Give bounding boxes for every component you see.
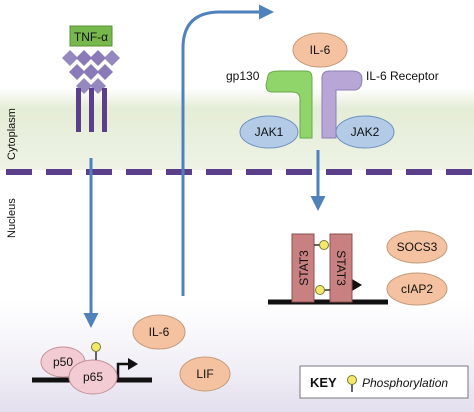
stat3-label-2: STAT3: [334, 250, 348, 286]
nucleus-label: Nucleus: [6, 198, 18, 238]
tnf-receptor-leg-2: [89, 88, 94, 132]
cytoplasm-band: [0, 88, 474, 170]
ciap2-node: [386, 272, 448, 306]
p65-label: p65: [83, 370, 103, 384]
il6-ligand-label: IL-6: [310, 43, 331, 57]
stat3-monomer-1: [291, 233, 315, 303]
key-phospho-symbol: [347, 375, 357, 385]
il6-receptor-label: IL-6 Receptor: [366, 69, 439, 83]
stat3-gene-region: STAT3 STAT3: [268, 233, 388, 305]
secreted-lif-node: [179, 356, 231, 392]
il6-receptor-complex: IL-6 gp130 IL-6 Receptor JAK1 JAK2: [226, 32, 439, 149]
tnf-alpha-label: TNF-α: [74, 30, 108, 44]
tnf-receptor-leg-1: [76, 88, 81, 132]
tnf-receptor: TNF-α: [62, 25, 120, 132]
il6-receptor-shape: [321, 70, 363, 139]
stat3-promoter-arrowhead: [352, 279, 362, 291]
gp130-receptor: [265, 70, 313, 139]
key-frame: [299, 365, 469, 399]
tnf-diamond-lattice: [62, 50, 120, 94]
key-box: KEY Phosphorylation: [299, 365, 469, 399]
gp130-label: gp130: [226, 69, 260, 83]
nfkb-promoter-arrow: [116, 362, 130, 378]
stat3-phospho-site-2: [315, 285, 325, 295]
secreted-il6-node: [132, 314, 186, 350]
p50-label: p50: [53, 355, 73, 369]
jak1-node: [239, 115, 299, 149]
jak2-node: [335, 115, 395, 149]
socs3-label: SOCS3: [397, 240, 438, 254]
socs3-node: [386, 230, 448, 264]
jak2-label: JAK2: [351, 125, 380, 139]
secreted-lif-label: LIF: [196, 367, 213, 381]
il6-ligand-node: [292, 32, 348, 68]
p65-phospho-site: [91, 342, 101, 352]
stat3-phospho-site-1: [319, 240, 329, 250]
tnf-alpha-box: [69, 25, 113, 47]
ciap2-label: cIAP2: [401, 282, 433, 296]
jak1-label: JAK1: [255, 125, 284, 139]
nfkb-gene-region: p50 p65: [32, 342, 152, 395]
stat3-label-1: STAT3: [297, 250, 311, 286]
p65-node: [68, 359, 118, 395]
secreted-il6-label: IL-6: [149, 325, 170, 339]
key-phosphorylation-label: Phosphorylation: [362, 376, 448, 390]
stat3-monomer-2: [329, 233, 353, 303]
key-title: KEY: [310, 375, 337, 390]
cytoplasm-label: Cytoplasm: [6, 108, 18, 160]
nfkb-promoter-arrowhead: [128, 358, 138, 370]
secretion-arrow: [181, 4, 274, 296]
tnf-receptor-leg-3: [102, 88, 107, 132]
